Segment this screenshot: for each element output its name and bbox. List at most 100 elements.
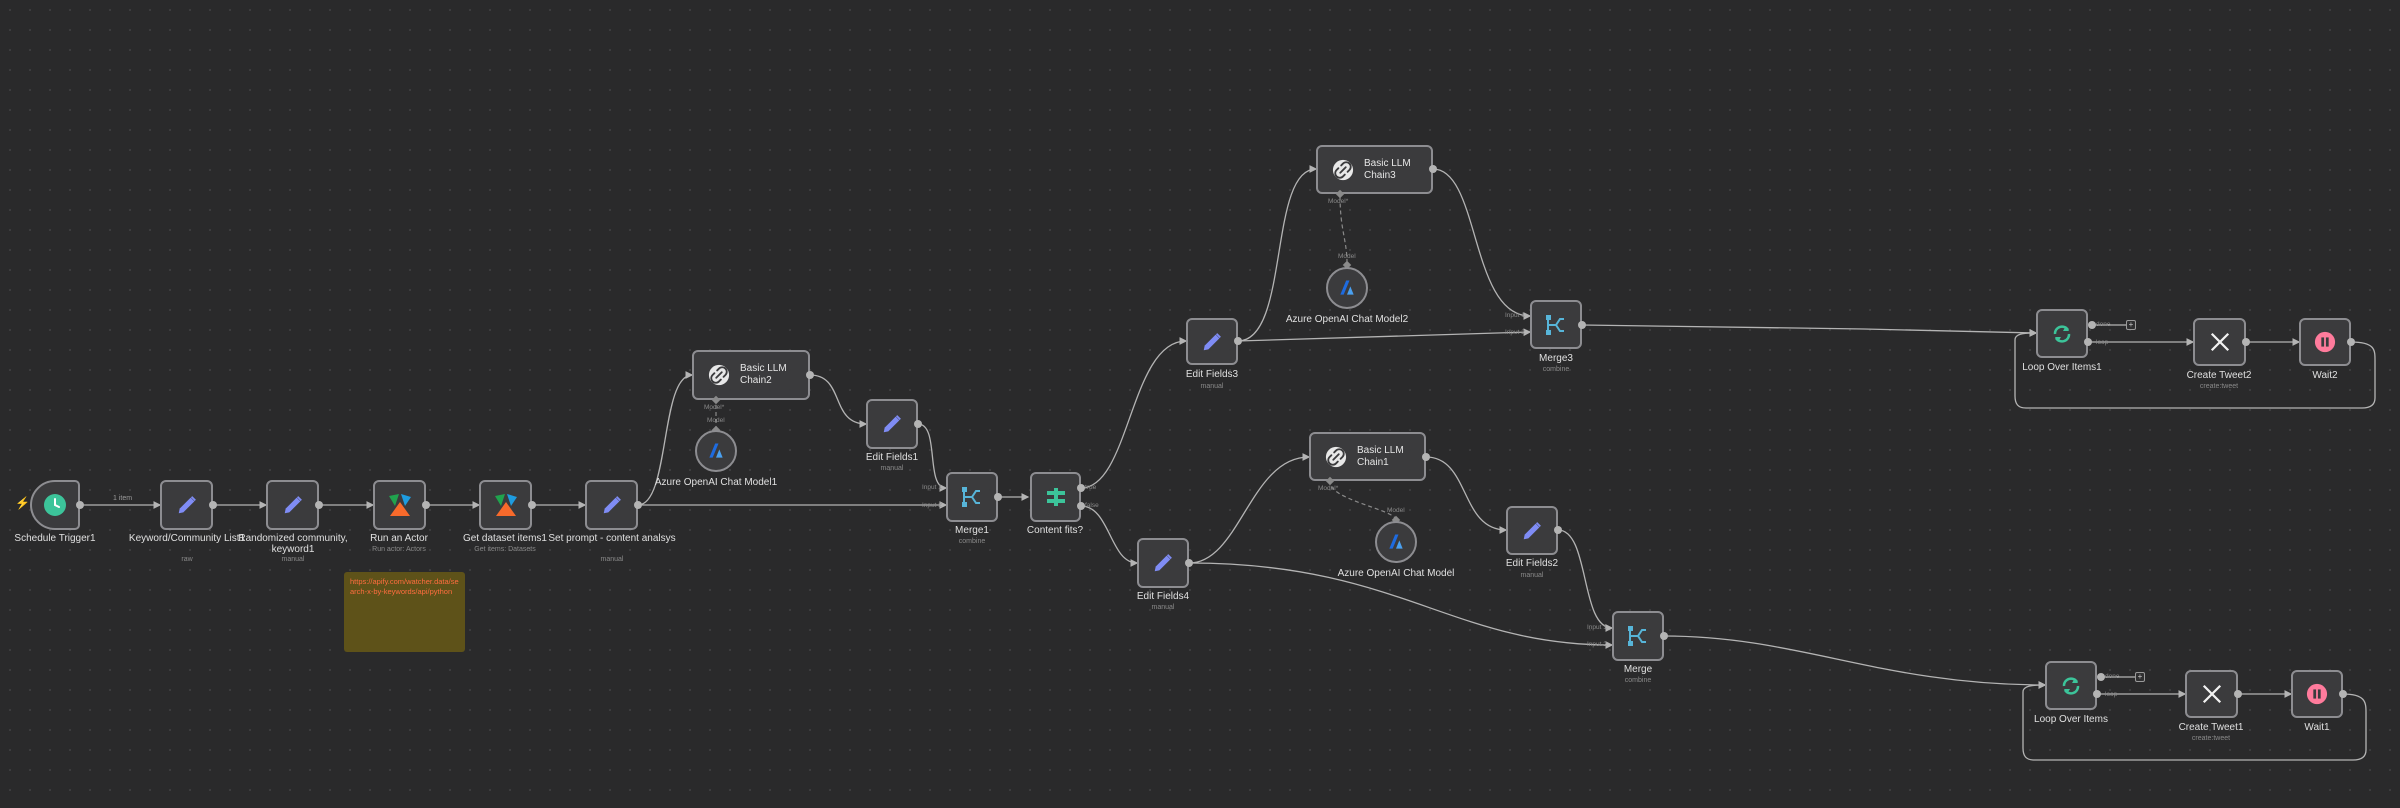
trigger-bolt-icon: ⚡: [15, 496, 30, 510]
node-azure-openai-2[interactable]: [1326, 267, 1368, 309]
add-node-button[interactable]: +: [2126, 320, 2136, 330]
edit-fields3-title: Edit Fields3: [1185, 369, 1239, 380]
pencil-icon: [178, 496, 196, 514]
output-port[interactable]: [806, 371, 814, 379]
node-wait2[interactable]: [2299, 318, 2351, 366]
loop0-loop-label: loop: [2105, 691, 2118, 698]
node-create-tweet2[interactable]: [2193, 318, 2246, 366]
randomized-subtitle: manual: [281, 556, 305, 563]
node-merge1[interactable]: [946, 472, 998, 522]
loop1-loop-label: loop: [2096, 339, 2109, 346]
edge-fits-edit3: [1080, 337, 1188, 489]
output-port[interactable]: [2234, 690, 2242, 698]
edge-azure0-chain1: [1329, 481, 1397, 521]
link-icon: [708, 364, 730, 386]
merge3-title: Merge3: [1539, 353, 1573, 364]
edge-chain1-edit2: [1425, 456, 1508, 534]
node-edit-fields2[interactable]: [1506, 506, 1558, 555]
node-llm-chain2[interactable]: Basic LLM Chain2: [692, 350, 810, 400]
merge1-input1-label: Input 1: [922, 484, 942, 491]
node-merge3[interactable]: [1530, 300, 1582, 349]
merge-input1-label: Input 1: [1587, 624, 1607, 631]
content-fits-title: Content fits?: [1026, 525, 1084, 536]
node-merge[interactable]: [1612, 611, 1664, 661]
output-port-false[interactable]: [1077, 502, 1085, 510]
output-port[interactable]: [1660, 632, 1668, 640]
run-actor-subtitle: Run actor: Actors: [372, 546, 426, 553]
azure1-port-label: Model: [707, 417, 725, 424]
llm-chain1-model-port-label: Model*: [1318, 485, 1339, 492]
pencil-icon: [1154, 554, 1172, 572]
sticky-note[interactable]: https://apify.com/watcher.data/search-x-…: [344, 572, 465, 652]
output-port[interactable]: [209, 501, 217, 509]
node-azure-openai-0[interactable]: [1375, 521, 1417, 563]
output-port-done[interactable]: [2088, 321, 2096, 329]
output-port[interactable]: [1429, 165, 1437, 173]
schedule-trigger-title: Schedule Trigger1: [14, 533, 96, 544]
output-port[interactable]: [634, 501, 642, 509]
merge3-input2-label: Input 2: [1505, 329, 1525, 336]
add-node-button[interactable]: +: [2135, 672, 2145, 682]
loop-icon: [2062, 676, 2080, 695]
output-port[interactable]: [2242, 338, 2250, 346]
pencil-icon: [883, 415, 901, 433]
node-loop-over-items[interactable]: [2045, 661, 2097, 710]
merge1-input2-label: Input 2: [922, 502, 942, 509]
apify-icon: [494, 494, 517, 516]
node-content-fits[interactable]: [1030, 472, 1081, 522]
output-port[interactable]: [1422, 453, 1430, 461]
output-port[interactable]: [76, 501, 84, 509]
tweet1-subtitle: create:tweet: [2191, 735, 2231, 742]
output-port[interactable]: [2339, 690, 2347, 698]
node-set-prompt[interactable]: [585, 480, 638, 530]
keyword-list-title: Keyword/Community List1: [128, 533, 246, 544]
output-port[interactable]: [1185, 559, 1193, 567]
node-randomized-community[interactable]: [266, 480, 319, 530]
azure0-title: Azure OpenAI Chat Model: [1337, 568, 1455, 579]
get-dataset-title: Get dataset items1: [463, 533, 547, 544]
edit-fields1-title: Edit Fields1: [865, 452, 919, 463]
loop0-title: Loop Over Items: [2034, 714, 2108, 725]
node-llm-chain1[interactable]: Basic LLM Chain1: [1309, 432, 1426, 481]
edit-fields4-subtitle: manual: [1151, 604, 1175, 611]
azure2-title: Azure OpenAI Chat Model2: [1285, 314, 1409, 325]
output-port[interactable]: [914, 420, 922, 428]
node-run-actor[interactable]: [373, 480, 426, 530]
output-port-loop[interactable]: [2084, 338, 2092, 346]
node-schedule-trigger[interactable]: [30, 480, 80, 530]
wait1-title: Wait1: [2304, 722, 2330, 733]
node-get-dataset[interactable]: [479, 480, 532, 530]
node-azure-openai-1[interactable]: [695, 430, 737, 472]
node-wait1[interactable]: [2291, 670, 2343, 718]
edit-fields3-subtitle: manual: [1200, 383, 1224, 390]
node-edit-fields1[interactable]: [866, 399, 918, 449]
set-prompt-subtitle: manual: [600, 556, 624, 563]
get-dataset-subtitle: Get items: Datasets: [474, 546, 536, 553]
node-loop-over-items1[interactable]: [2036, 309, 2088, 358]
output-port[interactable]: [1554, 526, 1562, 534]
output-port-true[interactable]: [1077, 484, 1085, 492]
node-edit-fields3[interactable]: [1186, 318, 1238, 365]
output-port[interactable]: [315, 501, 323, 509]
output-port-done[interactable]: [2097, 673, 2105, 681]
if-icon: [1046, 488, 1065, 506]
node-keyword-list[interactable]: [160, 480, 213, 530]
llm-chain2-model-port-label: Model*: [704, 404, 725, 411]
output-port[interactable]: [528, 501, 536, 509]
edit-fields1-subtitle: manual: [880, 465, 904, 472]
output-port[interactable]: [994, 493, 1002, 501]
output-port[interactable]: [1234, 337, 1242, 345]
pause-icon: [2306, 683, 2328, 705]
content-fits-false-label: false: [1085, 502, 1099, 509]
tweet1-title: Create Tweet1: [2178, 722, 2244, 733]
merge3-input1-label: Input 1: [1505, 312, 1525, 319]
output-port[interactable]: [2347, 338, 2355, 346]
node-edit-fields4[interactable]: [1137, 538, 1189, 588]
edge-edit4-chain1: [1188, 453, 1311, 564]
node-create-tweet1[interactable]: [2185, 670, 2238, 718]
output-port-loop[interactable]: [2093, 690, 2101, 698]
output-port[interactable]: [422, 501, 430, 509]
node-llm-chain3[interactable]: Basic LLM Chain3: [1316, 145, 1433, 194]
merge-icon: [962, 487, 980, 507]
output-port[interactable]: [1578, 321, 1586, 329]
